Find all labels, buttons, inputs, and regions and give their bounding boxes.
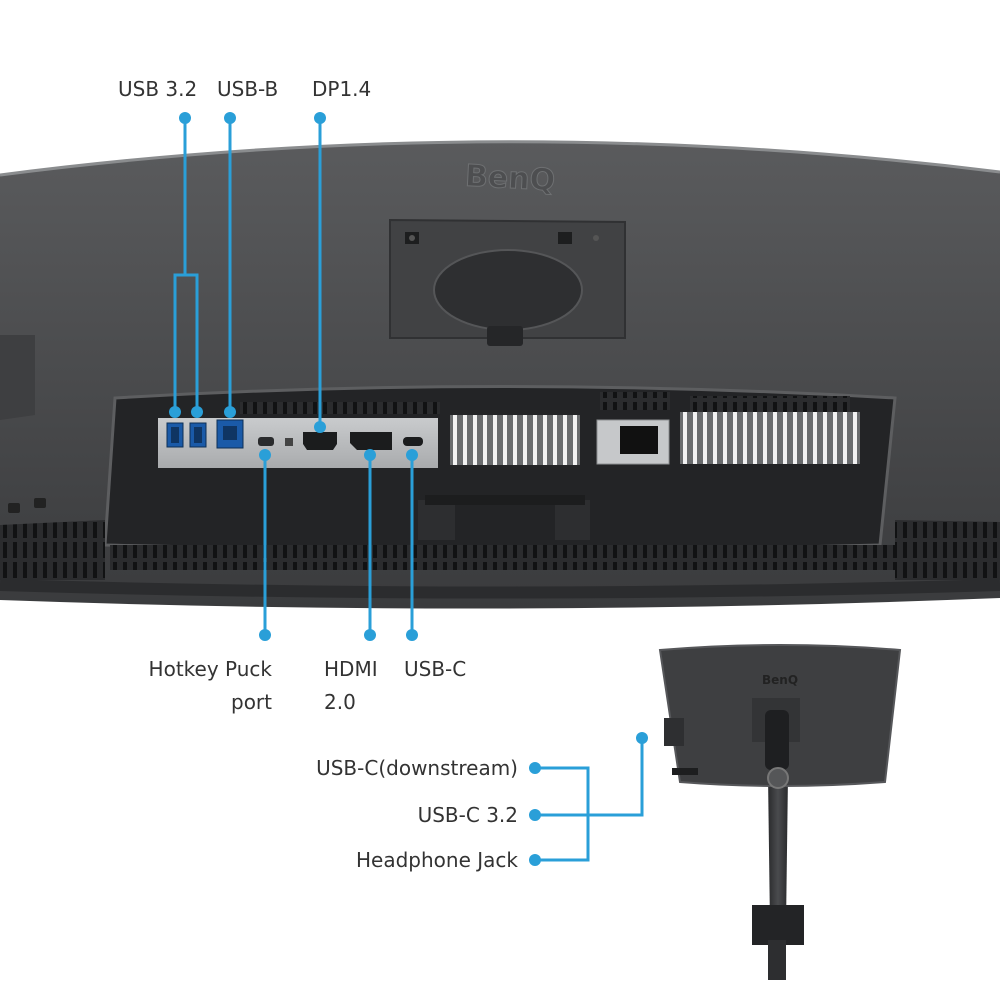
label-hotkey-line2: port xyxy=(231,690,272,714)
label-usbc32: USB-C 3.2 xyxy=(417,803,518,827)
dot-usb32-top xyxy=(179,112,191,124)
dot-usbc32 xyxy=(529,809,541,821)
port-hotkey-puck-lock xyxy=(285,438,293,446)
dot-hdmi-port xyxy=(364,449,376,461)
side-recess xyxy=(0,335,35,420)
port-usb32-2 xyxy=(189,422,207,448)
thumb-side-ports xyxy=(672,768,698,775)
dot-usbc-bottom xyxy=(406,629,418,641)
cable-guide xyxy=(418,500,455,540)
quick-release-latch xyxy=(487,326,523,346)
label-hdmi-line2: 2.0 xyxy=(324,690,356,714)
dot-dp14-top xyxy=(314,112,326,124)
label-headphone-jack: Headphone Jack xyxy=(356,848,518,872)
label-usb32: USB 3.2 xyxy=(118,77,198,101)
stand-socket xyxy=(433,249,583,331)
vent-strip xyxy=(240,402,440,414)
dot-usbc-downstream xyxy=(529,762,541,774)
leader-side-main xyxy=(535,738,644,817)
port-usb32-1 xyxy=(166,422,184,448)
label-usbc-downstream: USB-C(downstream) xyxy=(316,756,518,780)
port-hdmi xyxy=(303,432,337,450)
vesa-mount xyxy=(389,218,626,346)
label-hdmi-line1: HDMI xyxy=(324,657,378,681)
thumb-clamp xyxy=(752,905,804,945)
thumb-side-panel xyxy=(664,718,684,746)
cable-guide-bar xyxy=(425,495,585,505)
label-usb-c: USB-C xyxy=(404,657,467,681)
vent-strip xyxy=(690,396,850,412)
port-usb-b xyxy=(216,419,244,449)
monitor-shell-edge xyxy=(0,140,1000,177)
callout-dots xyxy=(169,112,648,866)
port-hotkey-puck xyxy=(258,437,274,446)
dot-usb-b-top xyxy=(224,112,236,124)
bottom-vents xyxy=(110,545,900,570)
thumb-clamp-screw xyxy=(768,940,786,980)
bottom-vents xyxy=(895,520,1000,580)
label-usb-b: USB-B xyxy=(217,77,279,101)
dot-usb-b-port xyxy=(224,406,236,418)
thumb-hinge xyxy=(765,710,789,770)
bottom-vents xyxy=(0,520,105,580)
leader-usb32 xyxy=(173,118,187,410)
cable-guide xyxy=(555,500,590,540)
dot-hotkey-bottom xyxy=(259,629,271,641)
callout-lines xyxy=(173,118,644,862)
monitor-bottom-edge xyxy=(0,579,1000,599)
dot-usb32-port2 xyxy=(191,406,203,418)
leader-usb32-bracket xyxy=(185,273,199,410)
monitor-thumbnail: BenQ xyxy=(658,644,902,980)
dot-usbc-port xyxy=(406,449,418,461)
label-hotkey-line1: Hotkey Puck xyxy=(148,657,272,681)
thumb-pivot xyxy=(767,767,789,789)
side-button xyxy=(8,503,20,513)
side-button xyxy=(34,498,46,508)
dot-hdmi-bottom xyxy=(364,629,376,641)
vent-grille xyxy=(680,412,860,464)
label-dp14: DP1.4 xyxy=(312,77,372,101)
dot-usb32-port1 xyxy=(169,406,181,418)
thumb-logo: BenQ xyxy=(762,673,798,687)
dot-hotkey-port xyxy=(259,449,271,461)
port-usb-c xyxy=(403,437,423,446)
thumb-arm xyxy=(768,775,788,925)
vent-grille xyxy=(450,415,580,465)
monitor-back-closeup: BenQ xyxy=(0,140,1000,609)
port-power xyxy=(596,419,670,465)
dot-dp14-port xyxy=(314,421,326,433)
dot-headphone xyxy=(529,854,541,866)
benq-logo: BenQ xyxy=(464,159,556,199)
vent-strip xyxy=(600,392,670,410)
port-displayport xyxy=(350,432,392,450)
dot-thumb-ports xyxy=(636,732,648,744)
